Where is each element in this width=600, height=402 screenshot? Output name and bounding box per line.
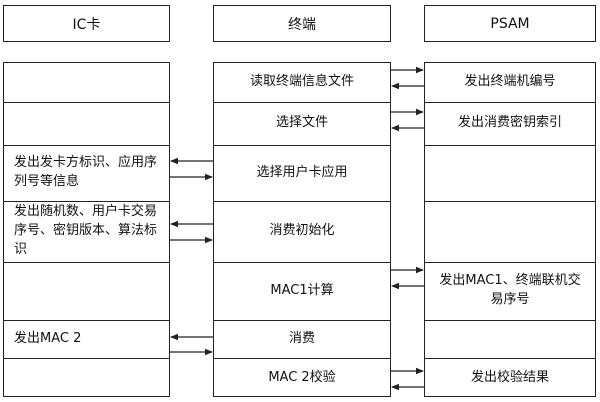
ic-separator xyxy=(4,358,169,359)
psam-cell-1: 发出终端机编号 xyxy=(425,63,595,102)
purchase-init-text: 消费初始化 xyxy=(269,223,335,239)
psam-header-label: PSAM xyxy=(490,15,530,32)
terminal-header-label: 终端 xyxy=(288,16,316,33)
terminal-separator xyxy=(214,262,390,263)
psam-separator xyxy=(425,358,595,359)
ic-separator xyxy=(4,262,169,263)
send-terminal-no-text: 发出终端机编号 xyxy=(464,74,556,90)
read-terminal-info-text: 读取终端信息文件 xyxy=(249,74,354,90)
terminal-cell-6: 消费 xyxy=(214,320,390,358)
terminal-separator xyxy=(214,358,390,359)
ic-issuer-info-text: 发出发卡方标识、应用序列号等信息 xyxy=(14,155,158,189)
ic-card-header: IC卡 xyxy=(3,5,170,42)
terminal-cell-3: 选择用户卡应用 xyxy=(214,145,390,201)
psam-separator xyxy=(425,262,595,263)
psam-separator xyxy=(425,320,595,321)
send-mac1-text: 发出MAC1、终端联机交易序号 xyxy=(439,273,581,307)
send-verify-result-text: 发出校验结果 xyxy=(470,369,549,385)
ic-cell-4: 发出随机数、用户卡交易序号、密钥版本、算法标识 xyxy=(4,201,169,262)
psam-header: PSAM xyxy=(424,5,596,42)
terminal-separator xyxy=(214,201,390,202)
mac2-verify-text: MAC 2校验 xyxy=(268,369,336,385)
terminal-separator xyxy=(214,320,390,321)
terminal-separator xyxy=(214,102,390,103)
ic-cell-6: 发出MAC 2 xyxy=(4,320,169,358)
ic-separator xyxy=(4,145,169,146)
ic-card-header-label: IC卡 xyxy=(72,16,101,33)
select-user-app-text: 选择用户卡应用 xyxy=(256,164,348,180)
psam-separator xyxy=(425,102,595,103)
ic-cell-3: 发出发卡方标识、应用序列号等信息 xyxy=(4,145,169,201)
ic-random-info-text: 发出随机数、用户卡交易序号、密钥版本、算法标识 xyxy=(14,204,158,257)
select-file-text: 选择文件 xyxy=(275,115,328,131)
terminal-cell-7: MAC 2校验 xyxy=(214,358,390,398)
psam-cell-7: 发出校验结果 xyxy=(425,358,595,398)
send-key-index-text: 发出消费密钥索引 xyxy=(457,115,562,131)
terminal-cell-5: MAC1计算 xyxy=(214,262,390,320)
terminal-cell-1: 读取终端信息文件 xyxy=(214,63,390,102)
terminal-cell-4: 消费初始化 xyxy=(214,201,390,262)
mac1-calc-text: MAC1计算 xyxy=(270,282,334,298)
ic-send-mac2-text: 发出MAC 2 xyxy=(14,330,82,346)
ic-card-column: 发出发卡方标识、应用序列号等信息 发出随机数、用户卡交易序号、密钥版本、算法标识… xyxy=(3,62,170,397)
ic-separator xyxy=(4,320,169,321)
psam-cell-2: 发出消费密钥索引 xyxy=(425,102,595,145)
psam-separator xyxy=(425,201,595,202)
terminal-separator xyxy=(214,145,390,146)
terminal-header: 终端 xyxy=(213,5,391,42)
psam-cell-5: 发出MAC1、终端联机交易序号 xyxy=(425,262,595,320)
ic-separator xyxy=(4,201,169,202)
psam-column: 发出终端机编号 发出消费密钥索引 发出MAC1、终端联机交易序号 发出校验结果 xyxy=(424,62,596,397)
terminal-column: 读取终端信息文件 选择文件 选择用户卡应用 消费初始化 MAC1计算 消费 MA… xyxy=(213,62,391,397)
purchase-text: 消费 xyxy=(288,330,315,346)
psam-separator xyxy=(425,145,595,146)
terminal-cell-2: 选择文件 xyxy=(214,102,390,145)
ic-separator xyxy=(4,102,169,103)
